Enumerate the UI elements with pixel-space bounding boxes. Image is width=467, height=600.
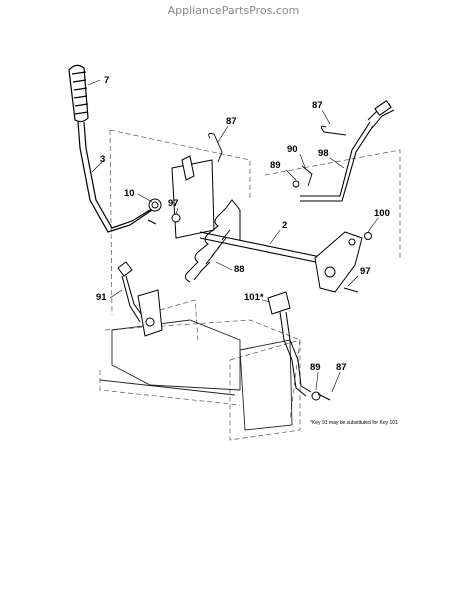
- frame-solid: [99, 319, 293, 431]
- clip-cluster: [208, 133, 313, 188]
- key-90: 90: [287, 144, 298, 155]
- rod-98: [300, 99, 395, 202]
- spring-88: [184, 199, 241, 283]
- leader-lines: [87, 79, 379, 393]
- key-91: 91: [96, 292, 107, 303]
- key-100: 100: [374, 208, 390, 219]
- lever-assembly: [68, 64, 156, 233]
- bracket-assembly: [147, 155, 215, 239]
- key-7: 7: [104, 75, 109, 86]
- key-10: 10: [124, 188, 135, 199]
- background-panels: [99, 129, 401, 441]
- footnote: *Key 91 may be substituted for Key 101: [310, 420, 398, 426]
- key-89-lower: 89: [310, 362, 321, 373]
- key-101: 101*: [244, 292, 264, 303]
- key-97-lower: 97: [360, 266, 371, 277]
- site-watermark: AppliancePartsPros.com: [167, 4, 300, 17]
- key-87-upper: 87: [226, 116, 237, 127]
- key-89-upper: 89: [270, 160, 281, 171]
- right-bracket: [314, 231, 372, 293]
- link-101: [267, 291, 331, 401]
- key-3: 3: [100, 154, 105, 165]
- key-88: 88: [234, 264, 245, 275]
- key-97-upper: 97: [168, 198, 179, 209]
- link-91: [117, 261, 163, 337]
- key-87-right: 87: [312, 100, 323, 111]
- key-98: 98: [318, 148, 329, 159]
- rod-2: [199, 231, 336, 267]
- key-2: 2: [282, 220, 287, 231]
- key-87-lower: 87: [336, 362, 347, 373]
